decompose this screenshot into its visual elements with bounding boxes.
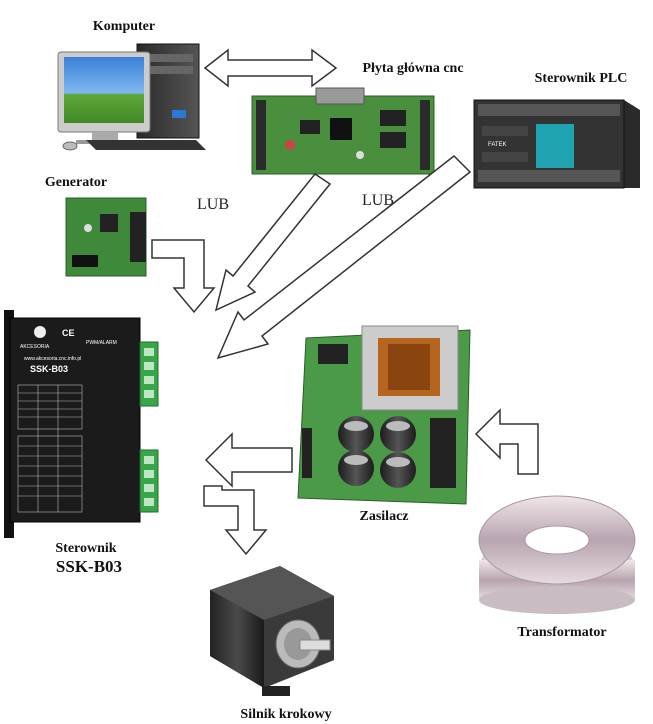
- stepper-motor-illustration: [210, 566, 334, 696]
- svg-text:FATEK: FATEK: [488, 142, 507, 148]
- transformer-illustration: [478, 495, 636, 614]
- bidirectional-arrow: [203, 48, 338, 88]
- driver-param: PWM/ALARM: [86, 340, 117, 346]
- label-or-1: LUB: [197, 196, 229, 213]
- arrow-transformer-to-psu: [474, 408, 539, 475]
- plc-illustration: FATEK: [473, 99, 640, 189]
- arrow-psu-to-driver: [204, 432, 293, 488]
- svg-text:CE: CE: [62, 328, 75, 338]
- label-stepper-motor: Silnik krokowy: [240, 707, 331, 722]
- arrow-driver-to-motor: [203, 485, 268, 556]
- driver-model-print: SSK-B03: [30, 364, 68, 374]
- driver-brand: AKCESORIA: [20, 344, 50, 350]
- label-or-2: LUB: [362, 192, 394, 209]
- label-power-supply: Zasilacz: [360, 509, 409, 524]
- computer-illustration: [57, 43, 206, 151]
- arrow-board-to-driver: [214, 172, 332, 312]
- label-plc: Sterownik PLC: [535, 71, 628, 86]
- label-generator: Generator: [45, 175, 107, 190]
- arrow-generator-to-driver: [151, 239, 216, 314]
- driver-url: www.akcesoria.cnc.info.pl: [24, 356, 81, 362]
- generator-illustration: [65, 197, 147, 277]
- label-cnc-board: Płyta główna cnc: [362, 61, 463, 76]
- cnc-board-illustration: [251, 87, 435, 175]
- power-supply-illustration: [297, 325, 471, 505]
- label-transformer: Transformator: [517, 625, 606, 640]
- label-driver-line2: SSK-B03: [56, 557, 122, 576]
- label-computer: Komputer: [93, 19, 155, 34]
- label-driver-line1: Sterownik: [55, 541, 116, 556]
- driver-illustration: CE AKCESORIA www.akcesoria.cnc.info.pl S…: [4, 310, 159, 538]
- arrow-plc-to-driver: [216, 155, 472, 360]
